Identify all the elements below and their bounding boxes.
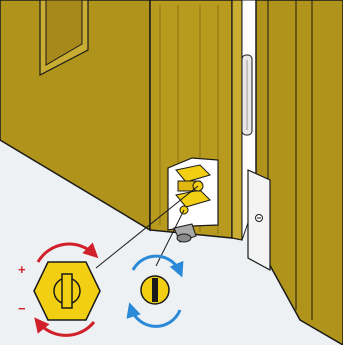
slotted-screw-icon — [141, 276, 169, 304]
door-edge — [232, 0, 242, 240]
plus-sign: + — [18, 262, 26, 277]
strike-plate — [248, 170, 270, 270]
closer-recess — [168, 158, 218, 230]
minus-sign: − — [18, 301, 26, 316]
hex-nut-icon — [34, 262, 100, 320]
upper-hinge — [242, 55, 252, 135]
